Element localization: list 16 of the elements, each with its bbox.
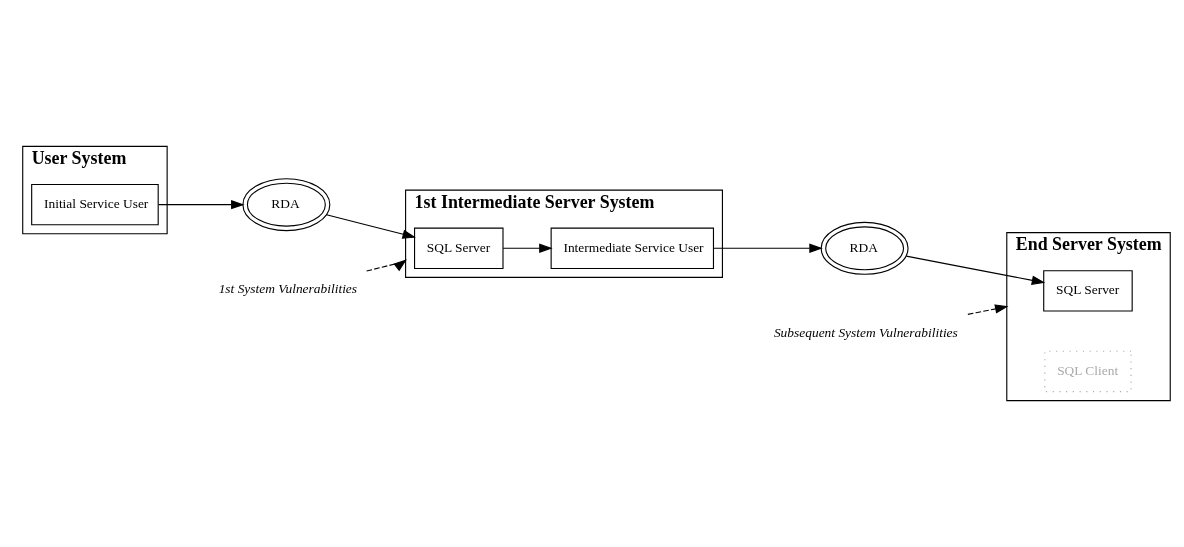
- node-box: SQL Server: [414, 227, 504, 269]
- arrow: [325, 214, 416, 239]
- arrow: [502, 243, 553, 253]
- node-box: Initial Service User: [31, 183, 159, 226]
- node-text: 1st System Vulnerabilities: [218, 281, 358, 297]
- arrow: [157, 199, 245, 210]
- node-box: SQL Server: [1043, 270, 1133, 312]
- node-text: Subsequent System Vulnerabilities: [773, 324, 958, 340]
- arrow: [366, 259, 407, 272]
- arrow: [967, 304, 1009, 315]
- arrow: [905, 255, 1046, 285]
- node-box: SQL Client: [1044, 350, 1132, 393]
- arrow: [713, 243, 823, 253]
- node-ellipse: RDA: [242, 178, 331, 232]
- node-box: Intermediate Service User: [550, 227, 715, 269]
- node-ellipse: RDA: [820, 221, 909, 275]
